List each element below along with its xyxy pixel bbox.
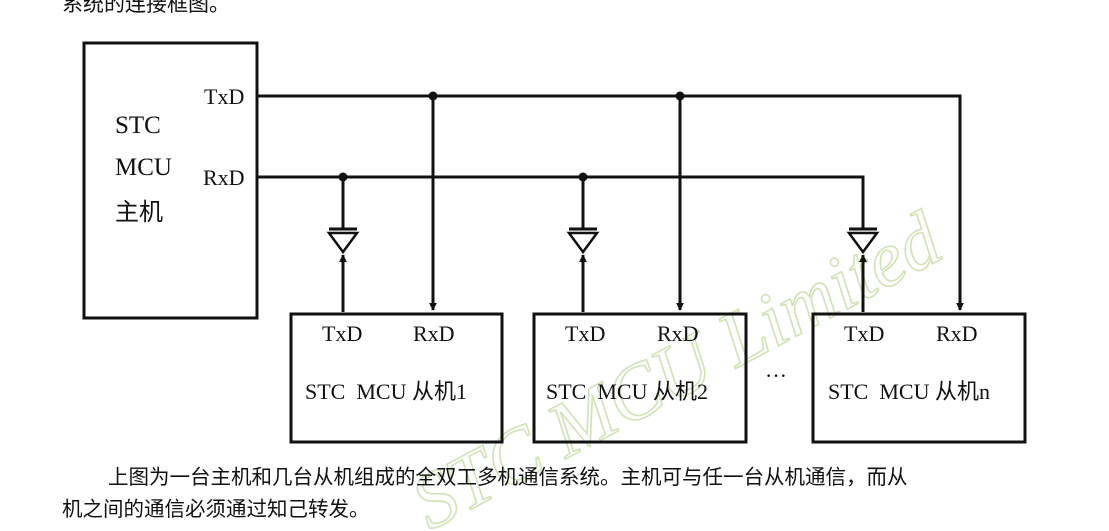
slave-rxd-label: RxD [413, 321, 455, 346]
slave-box-1 [289, 312, 504, 444]
slave-box-n [811, 312, 1027, 444]
master-box [82, 41, 259, 320]
master-txd-label: TxD [204, 84, 244, 109]
slave-txd-label: TxD [844, 321, 884, 346]
master-label-mcu: MCU [115, 154, 172, 181]
slave-name: STC MCU 从机n [828, 379, 990, 404]
slave-txd-label: TxD [565, 321, 605, 346]
caption-line-2: 机之间的通信必须通过知己转发。 [62, 497, 370, 521]
txd-bus-line [257, 94, 964, 311]
slave-box-2 [532, 312, 748, 444]
diode-branch-n [846, 227, 880, 312]
slave-name: STC MCU 从机2 [546, 379, 708, 404]
ellipsis: ··· [765, 363, 787, 388]
header-text: 系统的连接框图。 [62, 0, 230, 16]
slave-rxd-label: RxD [936, 321, 978, 346]
master-rxd-label: RxD [203, 165, 245, 190]
rxd-bus-line [257, 175, 865, 228]
diode-branch-2 [566, 177, 600, 312]
diode-branch-1 [326, 177, 360, 312]
slave-rxd-label: RxD [657, 321, 699, 346]
caption-line-1: 上图为一台主机和几台从机组成的全双工多机通信系统。主机可与任一台从机通信，而从 [108, 465, 908, 489]
master-label-role: 主机 [115, 198, 163, 226]
slave-txd-label: TxD [322, 321, 362, 346]
master-label-stc: STC [115, 112, 161, 139]
slave-name: STC MCU 从机1 [305, 379, 467, 404]
